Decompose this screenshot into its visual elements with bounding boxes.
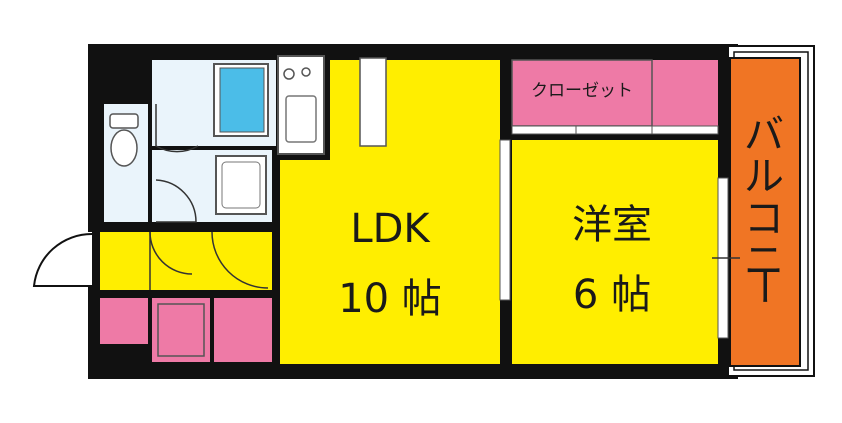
stove-burner-left [283,68,295,80]
ldk-room [280,60,500,364]
hall-door-swing-left [149,231,193,275]
closet-door-track [511,125,719,135]
toilet-tank [109,113,139,129]
kitchen-sink [285,95,317,143]
toilet-bowl [110,129,138,167]
balcony-label-2: ル [744,154,784,200]
storage-cabinet-1-inner [157,303,205,357]
balcony [729,57,801,367]
balcony-label-3: コ [744,196,784,242]
western-room-size: 6 帖 [573,272,651,318]
storage-cabinet-1 [152,298,210,362]
hall-door-swing-right [211,231,269,289]
stove-burner-right [301,67,311,77]
balcony-label-5: ー [740,266,786,306]
closet-label: クローゼット [531,81,633,101]
shoe-cabinet [100,298,148,344]
sliding-door-ldk [499,139,511,301]
washroom-door-swing [155,179,197,223]
bath-door-swing [155,104,199,153]
balcony-label-1: バ [744,112,784,158]
western-room-name: 洋室 [572,202,652,248]
entrance-door-swing [32,232,93,287]
closet [512,60,718,126]
ldk-pillar [359,57,387,147]
wash-basin-bowl [221,161,261,209]
storage-cabinet-2 [214,298,272,362]
balcony-label-4: ニ [744,238,784,284]
bathtub [219,67,265,133]
western-room [512,140,718,364]
entry-hall [100,232,272,290]
ldk-size: 10 帖 [338,276,442,322]
ldk-name: LDK [350,206,431,252]
